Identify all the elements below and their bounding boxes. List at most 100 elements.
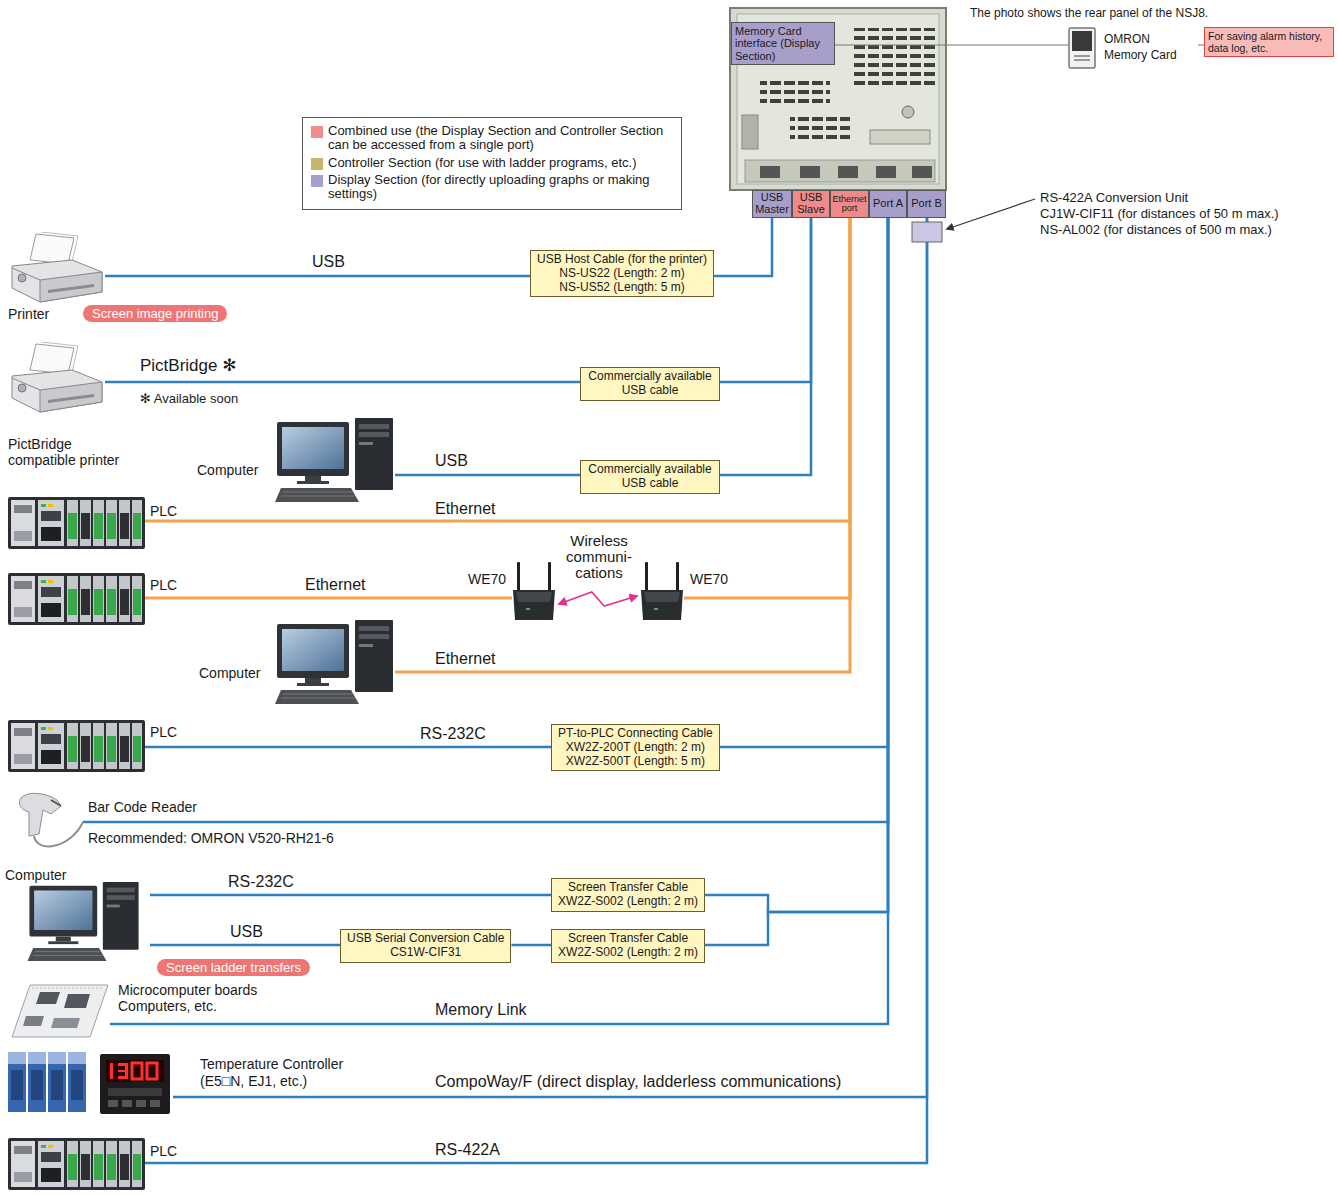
wireless-unit-icon [513,562,555,620]
connector [145,218,850,521]
device-label: PLC [150,577,177,593]
legend-box: Combined use (the Display Section and Co… [302,117,682,210]
box-text: Screen Transfer Cable [558,881,698,895]
box-text: USB Serial Conversion Cable [347,932,504,946]
computer-icon [275,620,393,704]
device-label: PLC [150,503,177,519]
edge-label: Wireless communi- cations [556,533,642,581]
box-text: Port A [873,198,903,210]
port-box: Port B [907,190,946,218]
wireless-unit: WE70 [512,562,556,622]
connector [145,746,551,749]
port-box: USB Slave [792,190,830,218]
plc: PLC [8,720,145,772]
memory-card-icon [1069,28,1095,68]
connector [705,218,888,945]
connector [511,944,551,947]
plc-icon [8,1138,145,1190]
device-label: OMRON Memory Card [1104,31,1184,63]
printer-icon [12,342,102,412]
box-text: Screen ladder transfers [166,959,301,976]
cable-box: PT-to-PLC Connecting CableXW2Z-200T (Len… [551,724,720,771]
note-label: NS-AL002 (for distances of 500 m max.) [1040,222,1272,237]
edge-label: Ethernet [435,650,495,668]
note-label: CJ1W-CIF11 (for distances of 50 m max.) [1040,206,1279,221]
microcomputer-board: Microcomputer boardsComputers, etc. [10,982,110,1040]
note-box: For saving alarm history, data log, etc. [1204,27,1334,57]
connector [835,45,1068,46]
connector [150,894,551,897]
edge-label: RS-232C [420,725,486,743]
plc: PLC [8,1138,145,1190]
legend-swatch [311,126,323,138]
plc-icon [8,497,145,549]
box-text: Memory Card interface (Display Section) [735,25,831,62]
legend-swatch [311,175,323,187]
connector [110,218,888,1024]
printer-icon [12,232,102,302]
note-label: ✻ Available soon [140,391,238,406]
feature-pill: Screen ladder transfers [157,959,310,976]
legend-text: Display Section (for directly uploading … [328,173,673,202]
device-label: Recommended: OMRON V520-RH21-6 [88,830,334,846]
connector [145,218,927,1163]
temperature-controller: Temperature Controller(E5□N, EJ1, etc.) [8,1050,173,1115]
connector [83,218,888,822]
legend-text: Combined use (the Display Section and Co… [328,124,673,153]
computer-icon [275,418,393,502]
edge-label: USB [435,452,468,470]
feature-pill: Screen image printing [83,305,227,322]
plc: PLC [8,573,145,625]
computer-icon [28,882,139,961]
connector [105,275,530,278]
connector [150,944,340,947]
box-text: PT-to-PLC Connecting Cable [558,727,713,741]
edge-label: CompoWay/F (direct display, ladderless c… [435,1073,841,1091]
device-label: Computer [5,867,66,883]
device-label: PLC [150,1143,177,1159]
device-label: WE70 [468,571,506,587]
box-text: Ethernet port [831,195,868,214]
device-label: WE70 [690,571,728,587]
connector [714,218,772,276]
bar-code-reader: Bar Code ReaderRecommended: OMRON V520-R… [15,790,83,855]
box-text: Screen image printing [92,305,218,322]
plc: PLC [8,497,145,549]
box-text: XW2Z-S002 (Length: 2 m) [558,946,698,960]
edge-label: Memory Link [435,1001,527,1019]
legend-row: Controller Section (for use with ladder … [311,156,673,170]
box-text: For saving alarm history, data log, etc. [1208,30,1330,54]
edge-label: RS-232C [228,873,294,891]
device-label: Printer [8,306,49,322]
note-label: RS-422A Conversion Unit [1040,190,1188,205]
device-label: Temperature Controller [200,1056,343,1072]
plc-icon [8,720,145,772]
edge-label: USB [230,923,263,941]
box-text: XW2Z-S002 (Length: 2 m) [558,895,698,909]
device-label: Microcomputer boards [118,982,257,998]
port-box: USB Master [752,190,792,218]
box-text: USB Master [753,192,791,215]
conversion-unit [912,222,942,242]
temperature-controller-icon [8,1052,170,1114]
box-text: Port B [911,198,942,210]
connector [395,474,580,477]
connector [145,597,512,600]
memory-card: OMRON Memory Card [1068,26,1198,70]
legend-row: Combined use (the Display Section and Co… [311,124,673,153]
wireless-unit-icon [641,562,683,620]
edge-label: USB [312,253,345,271]
edge-label: RS-422A [435,1141,500,1159]
interface-box: Memory Card interface (Display Section) [731,22,835,65]
box-text: Commercially available USB cable [584,370,716,398]
computer: Computer [275,418,395,503]
box-text: NS-US52 (Length: 5 m) [537,281,707,295]
legend-row: Display Section (for directly uploading … [311,173,673,202]
connector [105,381,580,384]
edge-label: Ethernet [305,576,365,594]
device-label: PictBridge compatible printer [8,436,133,468]
printer: Printer [8,232,105,304]
device-label: Computers, etc. [118,998,217,1014]
device-label: PLC [150,724,177,740]
